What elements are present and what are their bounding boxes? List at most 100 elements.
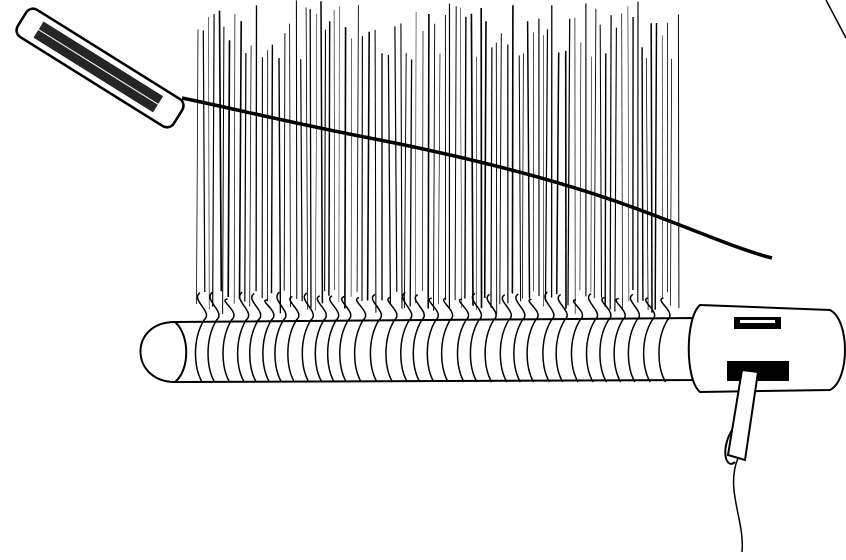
warp-thread: [400, 23, 403, 309]
warp-thread: [324, 29, 327, 292]
warp-thread: [222, 26, 225, 314]
loop: [301, 292, 314, 383]
warp-thread: [526, 21, 531, 299]
warp-thread: [522, 53, 524, 299]
loop: [369, 293, 382, 383]
loop: [353, 296, 367, 383]
warp-thread: [208, 17, 210, 310]
loop: [426, 297, 439, 383]
warp-thread: [350, 38, 352, 297]
warp-thread: [283, 33, 286, 291]
warp-threads: [196, 0, 680, 315]
hook-tool: [724, 368, 760, 553]
warp-thread: [490, 47, 493, 308]
loop: [484, 293, 497, 383]
warp-thread: [244, 52, 247, 302]
loop: [469, 292, 482, 383]
warp-thread: [627, 6, 630, 302]
warp-thread: [590, 56, 592, 293]
warp-thread: [415, 11, 417, 304]
warp-thread: [387, 54, 392, 304]
warp-thread: [511, 5, 514, 294]
warp-thread: [670, 58, 672, 306]
loop: [440, 297, 454, 383]
warp-thread: [233, 13, 236, 304]
roller-end-cap: [687, 303, 846, 394]
warp-thread: [661, 35, 664, 299]
warp-thread: [278, 58, 282, 314]
warp-thread: [422, 30, 424, 291]
warp-thread: [433, 23, 436, 311]
warp-thread: [579, 42, 582, 291]
shuttle: [15, 7, 185, 129]
loop: [236, 291, 250, 383]
loop: [207, 291, 220, 383]
warp-thread: [356, 4, 359, 292]
loop: [314, 295, 327, 383]
loop: [627, 293, 640, 383]
loop: [513, 293, 526, 383]
warp-thread: [567, 18, 571, 306]
warp-thread: [677, 14, 680, 309]
warp-thread: [604, 53, 607, 307]
weft-thread: [181, 96, 773, 260]
warp-thread: [320, 1, 324, 304]
warp-thread: [374, 29, 377, 313]
warp-thread: [621, 13, 623, 310]
loop: [400, 291, 413, 383]
warp-thread: [609, 15, 612, 310]
warp-thread: [328, 21, 331, 296]
loop: [658, 297, 671, 383]
loop: [339, 295, 352, 383]
warp-thread: [641, 47, 644, 301]
warp-thread: [454, 6, 457, 301]
warp-thread: [289, 23, 291, 308]
loop: [274, 291, 287, 383]
warp-thread: [305, 7, 309, 310]
loop: [542, 291, 555, 383]
warp-thread: [344, 27, 347, 309]
loop: [526, 298, 539, 383]
warp-thread: [555, 52, 560, 295]
loop: [555, 293, 568, 383]
loop: [642, 297, 656, 383]
loop: [222, 298, 235, 383]
warp-thread: [403, 52, 407, 309]
warp-thread: [394, 26, 398, 292]
warp-thread: [218, 10, 223, 292]
loop: [570, 299, 584, 383]
warp-thread: [309, 9, 312, 308]
loop: [249, 292, 262, 383]
loop: [499, 294, 512, 383]
loop: [287, 295, 300, 383]
warp-thread: [409, 59, 413, 307]
warp-thread: [249, 45, 252, 307]
warp-thread: [202, 30, 206, 293]
loop: [585, 293, 599, 383]
warp-thread: [650, 23, 653, 313]
warp-thread: [599, 24, 603, 298]
loop: [262, 299, 275, 383]
warp-thread: [227, 40, 231, 298]
loop: [613, 297, 626, 383]
edge-line: [825, 0, 846, 39]
warp-thread: [212, 14, 215, 307]
warp-thread: [333, 9, 335, 291]
wrapped-loops: [194, 291, 671, 383]
warp-thread: [518, 55, 522, 302]
warp-thread: [483, 21, 487, 299]
loop: [599, 296, 612, 383]
warp-thread: [196, 29, 199, 305]
warp-thread: [593, 8, 597, 299]
loop: [194, 292, 208, 383]
loop: [456, 298, 470, 383]
loop: [327, 295, 340, 383]
loop: [385, 296, 398, 383]
roller-bar: [139, 316, 696, 384]
warp-thread: [315, 13, 318, 311]
warp-thread: [300, 59, 303, 302]
warp-thread: [544, 29, 549, 302]
warp-thread: [437, 53, 441, 305]
